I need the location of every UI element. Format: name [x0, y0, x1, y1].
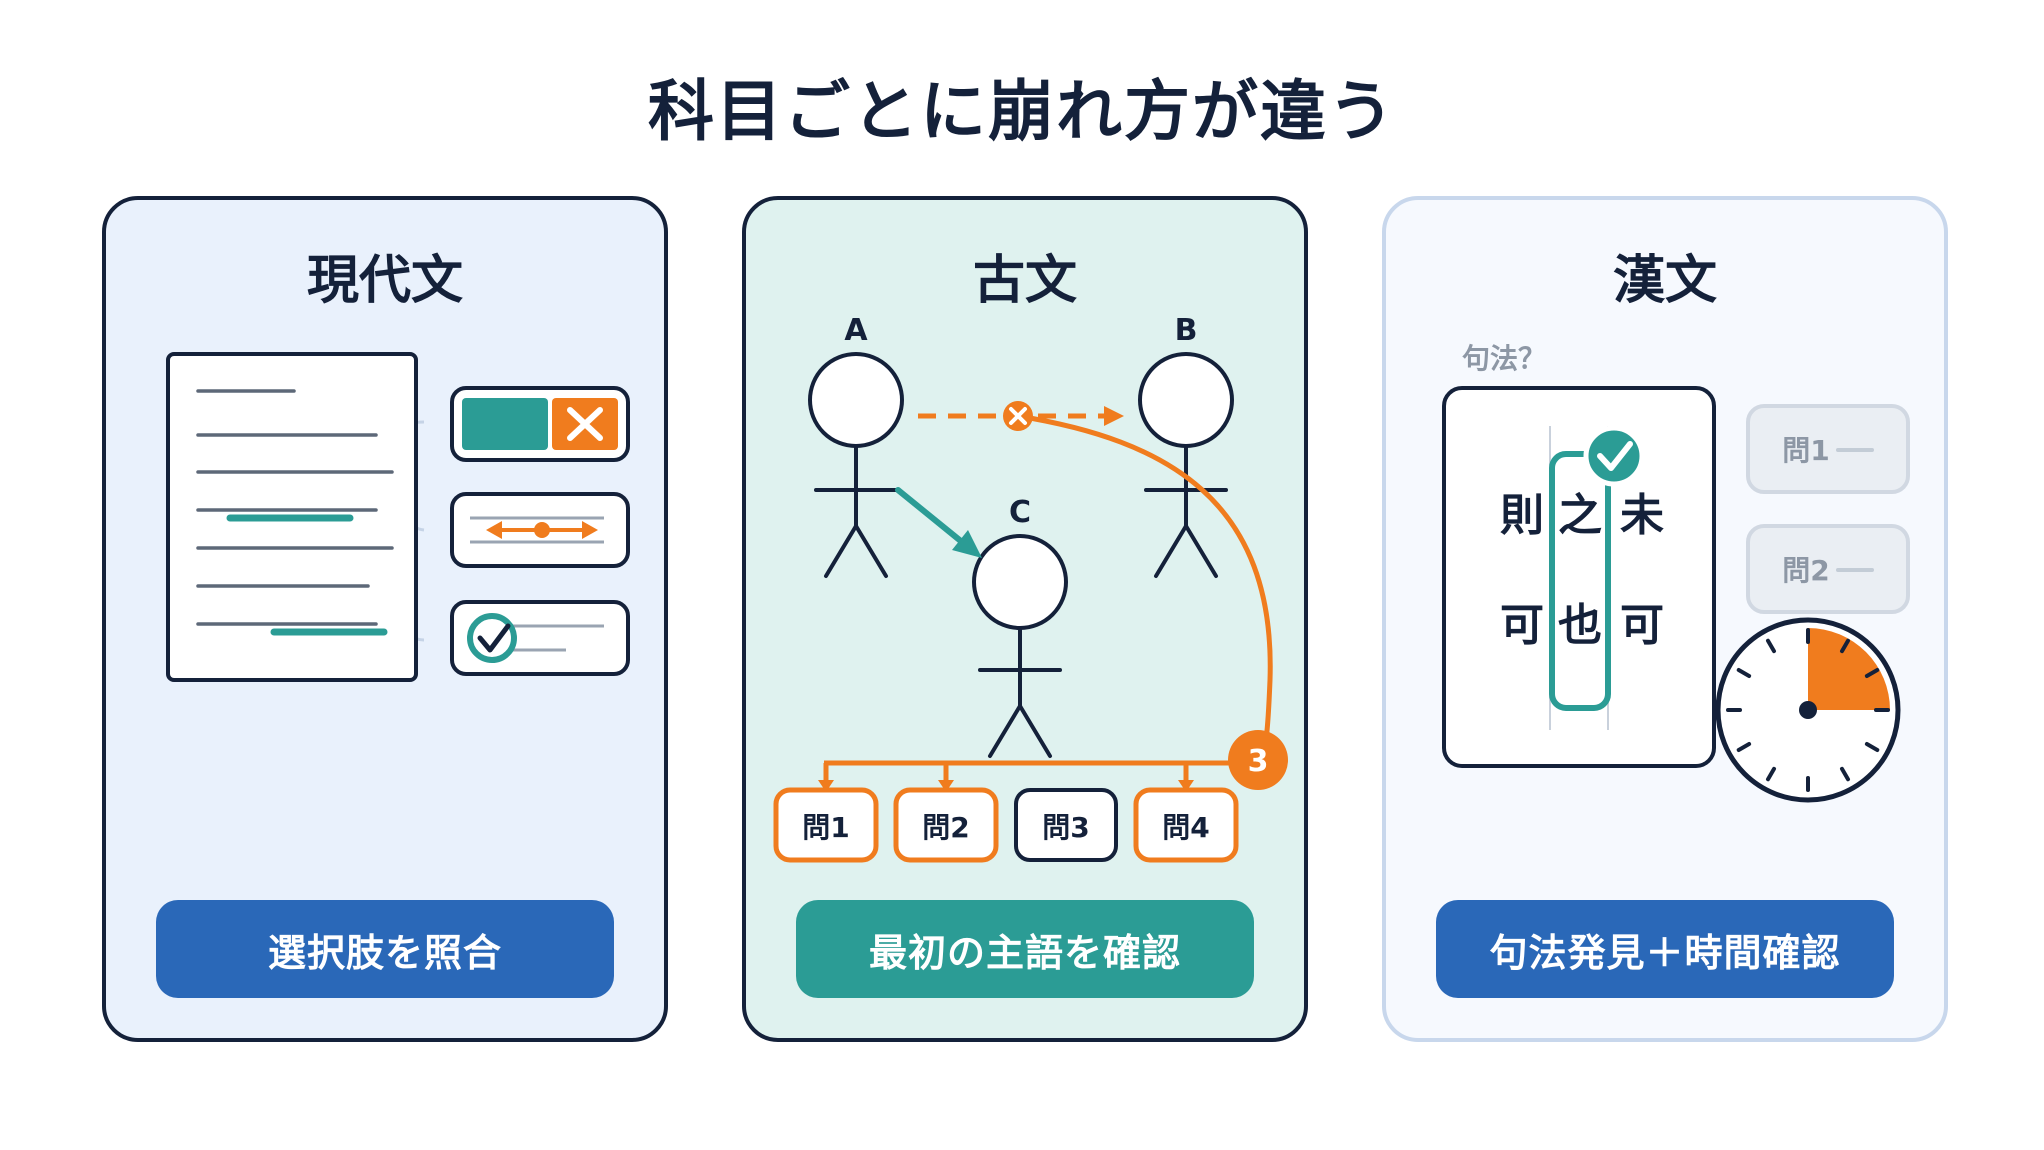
question-box-3: 問3 — [1014, 788, 1118, 862]
modern-japanese-illustration — [166, 352, 630, 682]
figure-c-icon — [972, 534, 1068, 758]
question-box-4: 問4 — [1133, 787, 1239, 863]
timer-tick — [1864, 668, 1880, 678]
question-box-2: 問2 — [893, 787, 999, 863]
timer-tick — [1736, 742, 1752, 752]
question-box-2: 問2 — [1746, 524, 1910, 614]
card-title: 現代文 — [306, 251, 463, 311]
highlight-column — [1549, 451, 1611, 711]
figure-b-label: B — [1175, 313, 1198, 348]
grammar-hint: 句法？ — [1462, 342, 1546, 375]
kanbun-char: 可 — [1500, 600, 1544, 651]
card-title: 古文 — [972, 251, 1077, 311]
question-box-1: 問1 — [773, 787, 879, 863]
svg-text:問2: 問2 — [922, 811, 969, 844]
timer-elapsed-wedge — [1808, 628, 1890, 710]
classical-chinese-illustration: 句法？ 則 可 之 也 未 可 問1 問2 — [1442, 342, 1910, 803]
branch-lines — [823, 760, 1258, 786]
card-classical-chinese: 漢文 句法？ 則 可 之 也 未 可 問1 問2 — [1382, 196, 1948, 1042]
card-title: 漢文 — [1612, 251, 1717, 311]
arrow-a-to-c-icon — [895, 487, 982, 558]
question-box-1: 問1 — [1746, 404, 1910, 494]
timer-tick — [1840, 638, 1850, 654]
text-panel — [1442, 386, 1716, 768]
option-check-icon — [450, 600, 630, 676]
classical-japanese-illustration: A B C — [773, 313, 1288, 863]
svg-text:問4: 問4 — [1162, 811, 1209, 844]
check-first-subject-button[interactable]: 最初の主語を確認 — [796, 900, 1254, 998]
passage-document-icon — [166, 352, 418, 682]
x-marker-icon — [1003, 401, 1033, 431]
option-arrows-icon — [450, 492, 630, 568]
card-modern-japanese: 現代文 — [102, 196, 668, 1042]
timer-tick — [1766, 766, 1776, 782]
figure-b-icon — [1138, 352, 1234, 578]
svg-text:問3: 問3 — [1042, 811, 1089, 844]
kanbun-char: 未 — [1620, 490, 1664, 541]
check-icon — [1583, 425, 1645, 487]
timer-tick — [1766, 638, 1776, 654]
card-classical-japanese: 古文 A B C — [742, 196, 1308, 1042]
kanbun-char: 可 — [1620, 600, 1664, 651]
kanbun-char: 則 — [1500, 490, 1544, 541]
figure-a-label: A — [844, 313, 868, 348]
page-title: 科目ごとに崩れ方が違う — [648, 73, 1396, 150]
figure-c-label: C — [1009, 495, 1031, 530]
timer-tick — [1736, 668, 1752, 678]
kanbun-char: 也 — [1558, 600, 1602, 651]
svg-text:問1: 問1 — [802, 811, 849, 844]
option-x-icon — [450, 386, 630, 462]
kanbun-char: 之 — [1558, 490, 1602, 541]
match-options-button[interactable]: 選択肢を照合 — [156, 900, 614, 998]
svg-text:3: 3 — [1248, 744, 1269, 779]
count-badge: 3 — [1228, 730, 1288, 790]
svg-text:問2: 問2 — [1782, 554, 1829, 587]
timer-tick — [1864, 742, 1880, 752]
timer-tick — [1840, 766, 1850, 782]
find-grammar-check-time-button[interactable]: 句法発見＋時間確認 — [1436, 900, 1894, 998]
figure-a-icon — [808, 352, 904, 578]
timer-icon — [1715, 617, 1901, 803]
svg-text:問1: 問1 — [1782, 434, 1829, 467]
